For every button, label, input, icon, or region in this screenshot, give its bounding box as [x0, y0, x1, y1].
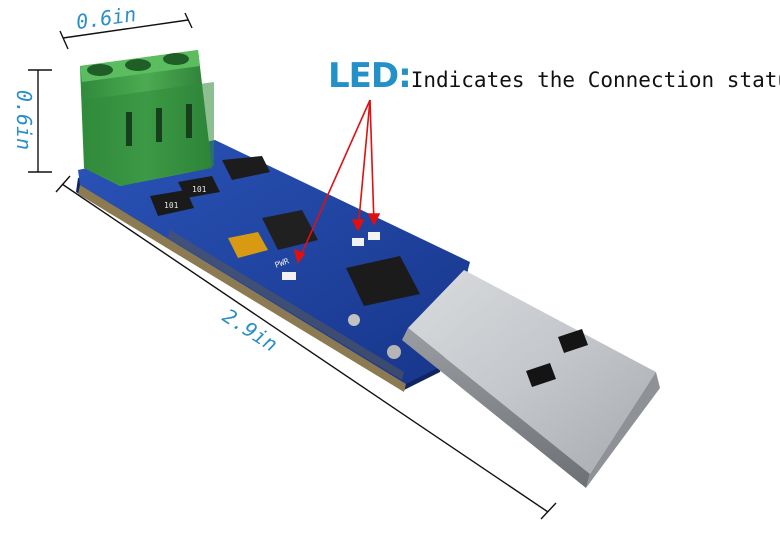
- mounting-pad: [387, 345, 401, 359]
- led-callout-text: Indicates the Connection status: [410, 68, 780, 92]
- arrow-head-3: [367, 213, 381, 226]
- resistor-2: [178, 176, 220, 198]
- arrow-head-2: [351, 219, 365, 232]
- length-dimension-tick-end: [540, 502, 557, 520]
- arrow-to-rx-led: [357, 99, 371, 231]
- usb-slot-1: [558, 329, 588, 353]
- length-dimension-tick-start: [55, 175, 71, 193]
- top-dimension-tick-right: [184, 12, 193, 29]
- pcb-board: [76, 140, 470, 392]
- arrow-head-1: [293, 248, 306, 264]
- driver-ic: [262, 210, 318, 250]
- top-dimension-line: [62, 19, 189, 39]
- rx-led: [352, 238, 364, 246]
- arrow-to-tx-led: [369, 99, 375, 225]
- top-dimension-tick-left: [59, 30, 69, 50]
- led-callout: LED:Indicates the Connection status: [328, 56, 780, 96]
- arrow-to-pwr-led: [297, 99, 371, 263]
- crystal-pad: [348, 314, 360, 326]
- led-arrows: [293, 99, 381, 264]
- resistor-2-marking: 101: [192, 185, 207, 194]
- screw-hole-2: [125, 59, 151, 71]
- led-callout-title: LED:: [328, 56, 412, 96]
- usb-slot-2: [526, 363, 556, 387]
- tx-led: [368, 232, 380, 240]
- resistor-1-marking: 101: [164, 201, 179, 210]
- components: 101 101 PWR: [150, 156, 420, 359]
- screw-hole-1: [87, 64, 113, 76]
- usb-connector: [402, 270, 660, 488]
- usb-controller-chip: [346, 256, 420, 306]
- dimension-lines: [28, 12, 557, 520]
- pwr-led: [282, 272, 296, 280]
- screw-hole-3: [163, 53, 189, 65]
- terminal-block: [80, 50, 214, 186]
- tantalum-capacitor: [228, 232, 268, 258]
- resistor-1: [150, 190, 194, 216]
- length-dimension-line: [61, 183, 549, 513]
- left-dimension-label: 0.6in: [12, 89, 37, 151]
- diode: [222, 156, 270, 180]
